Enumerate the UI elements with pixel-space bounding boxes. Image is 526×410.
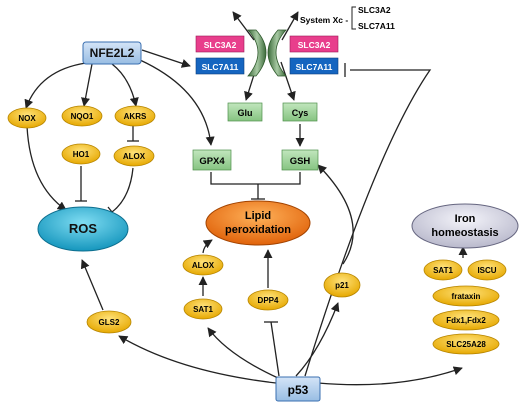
edge-p53-iron bbox=[317, 366, 463, 386]
edge-gls2-ros bbox=[80, 259, 104, 311]
nox-label: NOX bbox=[18, 114, 36, 123]
slc3a2-right-label: SLC3A2 bbox=[298, 40, 331, 50]
akrs-node: AKRS bbox=[114, 105, 156, 127]
p21-label: p21 bbox=[335, 281, 349, 290]
p21-node: p21 bbox=[323, 272, 361, 298]
alox-left-label: ALOX bbox=[123, 152, 146, 161]
glu-label: Glu bbox=[238, 108, 253, 118]
bracket-slc7a11-label: SLC7A11 bbox=[358, 21, 395, 31]
sat1-mid-label: SAT1 bbox=[193, 305, 213, 314]
cys-label: Cys bbox=[292, 108, 309, 118]
cys-node: Cys bbox=[282, 102, 318, 122]
ho1-node: HO1 bbox=[61, 143, 101, 165]
edge-p21-gsh bbox=[317, 164, 354, 265]
edge-nfe2l2-nqo1 bbox=[81, 63, 93, 107]
ho1-label: HO1 bbox=[73, 150, 90, 159]
nfe2l2-label: NFE2L2 bbox=[90, 46, 135, 60]
akrs-label: AKRS bbox=[124, 112, 147, 121]
membrane-right bbox=[267, 29, 287, 77]
edge-out-left bbox=[232, 11, 255, 41]
iron-label-line1: Iron bbox=[455, 213, 476, 225]
sat1-mid-node: SAT1 bbox=[183, 298, 223, 320]
edge-nfe2l2-akrs bbox=[111, 63, 139, 107]
frataxin-shape bbox=[432, 285, 500, 307]
gls2-node: GLS2 bbox=[86, 310, 132, 334]
slc7a11-right-box bbox=[289, 57, 339, 75]
edge-nox-ros bbox=[26, 125, 67, 211]
edge-nfe2l2-slc7a11 bbox=[141, 49, 191, 68]
fdx-label: Fdx1,Fdx2 bbox=[446, 316, 486, 325]
iron-label-line2: homeostasis bbox=[431, 227, 498, 239]
edge-in-cys bbox=[280, 61, 296, 101]
gpx4-node: GPX4 bbox=[192, 149, 232, 171]
frataxin-label: frataxin bbox=[452, 292, 481, 301]
edge-nfe2l2-nox bbox=[24, 62, 87, 109]
ros-node: ROS bbox=[37, 206, 129, 252]
slc7a11-left-box bbox=[195, 57, 245, 75]
gsh-label: GSH bbox=[290, 156, 311, 167]
edge-gpx4-gsh-inhibit bbox=[210, 172, 301, 185]
p53-label: p53 bbox=[288, 383, 309, 397]
iron-homeostasis-node: Iron homeostasis bbox=[411, 203, 519, 249]
edge-alox-lipid bbox=[202, 239, 213, 254]
edge-out-right bbox=[281, 11, 299, 41]
edge-nfe2l2-gpx4 bbox=[139, 59, 215, 146]
dpp4-node: DPP4 bbox=[247, 289, 289, 311]
nfe2l2-node: NFE2L2 bbox=[82, 41, 142, 65]
p53-node: p53 bbox=[275, 376, 321, 402]
alox-mid-label: ALOX bbox=[192, 261, 215, 270]
edge-p53-slc7a11-inhibit bbox=[304, 69, 432, 377]
edge-alox-ros bbox=[111, 167, 134, 213]
sat1-right-shape bbox=[423, 259, 463, 281]
alox-left-node: ALOX bbox=[113, 145, 155, 167]
slc25a28-shape bbox=[432, 333, 500, 355]
slc3a2-right-box bbox=[289, 35, 339, 53]
slc3a2-left-box bbox=[195, 35, 245, 53]
system-xc-label: System Xc - bbox=[300, 15, 348, 25]
edge-p53-gls2 bbox=[118, 335, 277, 384]
edges bbox=[24, 11, 468, 386]
slc7a11-right-label: SLC7A11 bbox=[296, 62, 333, 72]
edge-p53-dpp4-inhibit bbox=[270, 321, 280, 377]
edge-p53-sat1 bbox=[207, 327, 279, 379]
gsh-node: GSH bbox=[281, 149, 319, 171]
gpx4-label: GPX4 bbox=[199, 156, 225, 167]
edge-p53-p21 bbox=[295, 302, 340, 377]
system-bracket bbox=[351, 6, 356, 30]
iron-regulators: SAT1 ISCU frataxin Fdx1,Fdx2 SLC25A28 bbox=[423, 259, 507, 355]
lipid-label-line2: peroxidation bbox=[225, 224, 291, 236]
sat1-right-label: SAT1 bbox=[433, 266, 453, 275]
slc25a28-label: SLC25A28 bbox=[446, 340, 486, 349]
iscu-shape bbox=[467, 259, 507, 281]
glu-node: Glu bbox=[227, 102, 263, 122]
system-xc-transporter: SLC3A2 SLC7A11 SLC3A2 SLC7A11 System Xc … bbox=[195, 5, 395, 77]
gls2-label: GLS2 bbox=[99, 318, 120, 327]
alox-mid-node: ALOX bbox=[182, 254, 224, 276]
lipid-label-line1: Lipid bbox=[245, 210, 271, 222]
lipid-peroxidation-node: Lipid peroxidation bbox=[205, 200, 311, 246]
membrane-left bbox=[247, 29, 267, 77]
fdx-shape bbox=[432, 309, 500, 331]
nqo1-node: NQO1 bbox=[61, 105, 103, 127]
slc7a11-left-label: SLC7A11 bbox=[202, 62, 239, 72]
slc3a2-left-label: SLC3A2 bbox=[204, 40, 237, 50]
ros-label: ROS bbox=[69, 221, 98, 236]
iscu-label: ISCU bbox=[477, 266, 496, 275]
nqo1-label: NQO1 bbox=[71, 112, 94, 121]
bracket-slc3a2-label: SLC3A2 bbox=[358, 5, 391, 15]
nox-node: NOX bbox=[7, 107, 47, 129]
dpp4-label: DPP4 bbox=[258, 296, 279, 305]
